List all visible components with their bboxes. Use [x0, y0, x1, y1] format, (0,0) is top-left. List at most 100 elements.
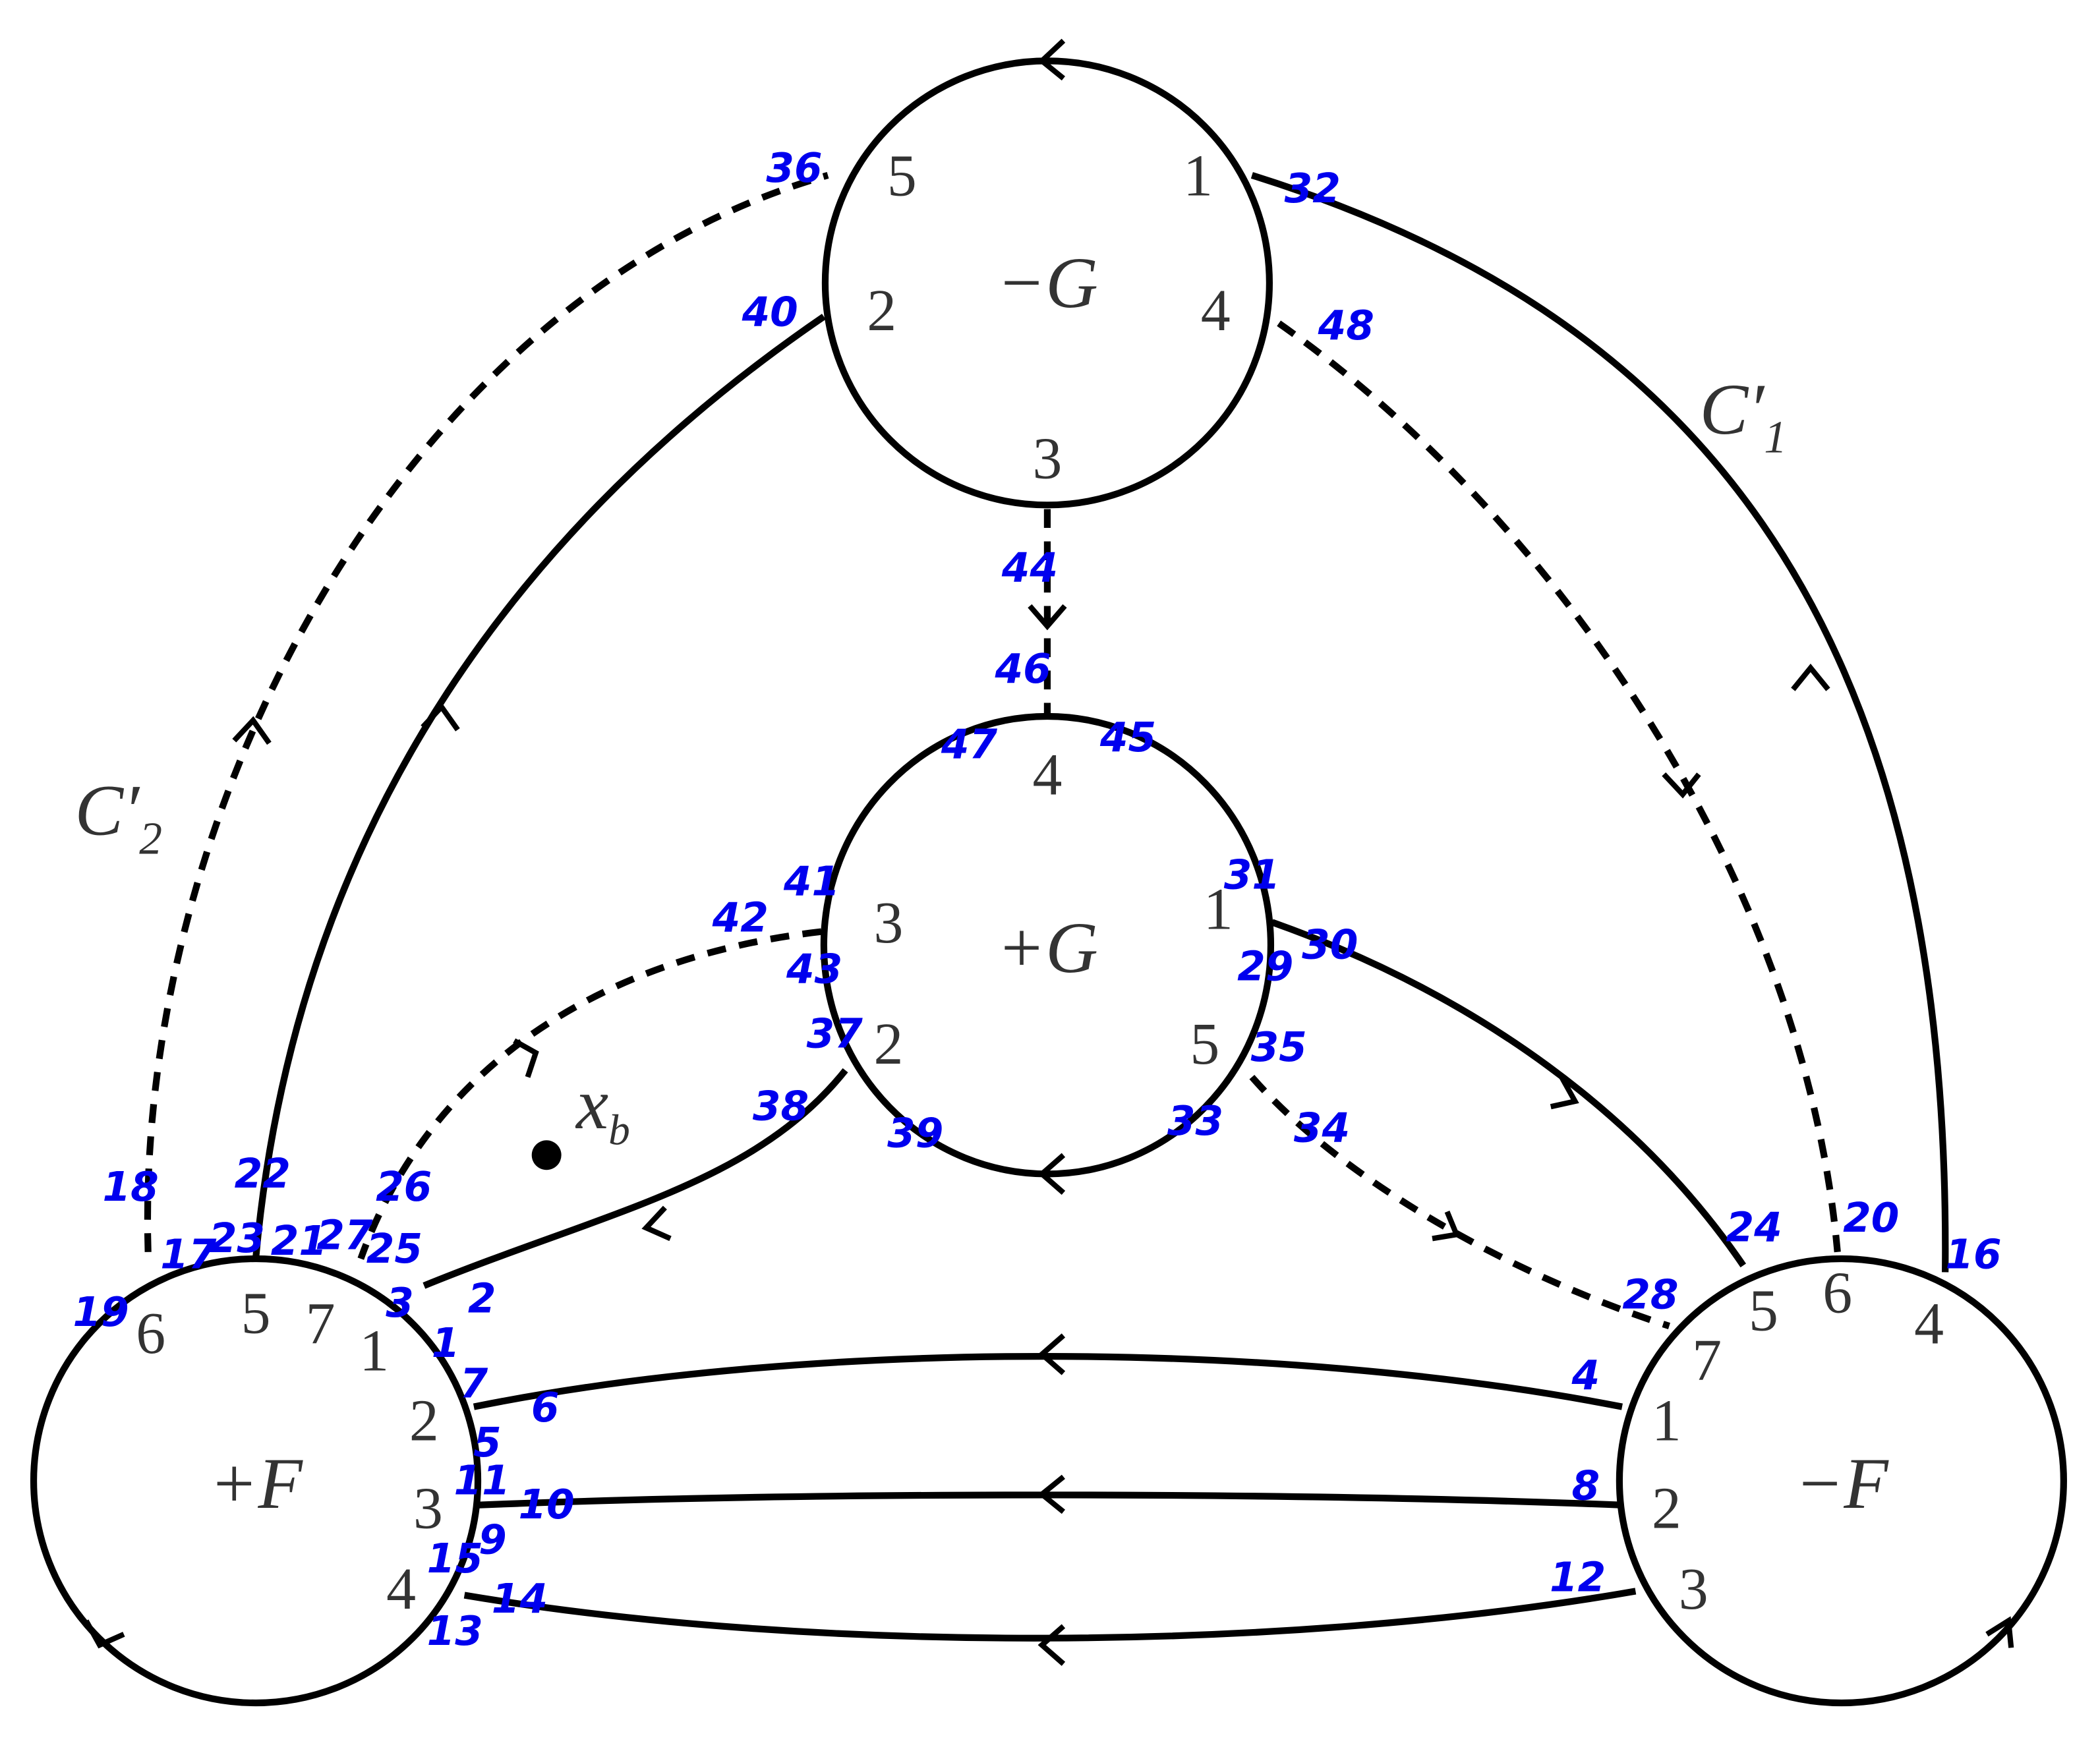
- annotation: 7: [460, 1360, 488, 1407]
- annotation: 46: [995, 646, 1051, 693]
- port-label: 5: [887, 144, 917, 209]
- edge-f3-f4: [463, 1588, 1637, 1642]
- annotation: 8: [1572, 1463, 1600, 1510]
- port-label: 2: [1652, 1476, 1681, 1541]
- arrow-left-icon: [1037, 1624, 1066, 1666]
- annotation: 43: [786, 946, 842, 992]
- curve-label-c1-main: C′: [1700, 369, 1766, 449]
- edge-solid-g2-f1: [423, 1068, 848, 1289]
- port-label: 2: [873, 1012, 903, 1077]
- annotation: 2: [468, 1276, 496, 1323]
- arrow-down-icon: [1662, 772, 1701, 799]
- annotation: 3: [386, 1280, 414, 1327]
- annotation: 35: [1251, 1024, 1307, 1071]
- annotation: 18: [102, 1164, 158, 1211]
- arrow-left-icon: [1037, 1153, 1066, 1195]
- port-label: 1: [359, 1319, 389, 1384]
- port-label: 1: [1183, 144, 1213, 209]
- annotation: 30: [1302, 922, 1358, 969]
- arrow-left-icon: [1037, 38, 1066, 81]
- port-label: 1: [1204, 877, 1233, 942]
- annotation: 21: [271, 1218, 327, 1265]
- port-label: 2: [409, 1389, 439, 1454]
- annotation: 36: [766, 145, 822, 192]
- annotation: 15: [427, 1536, 483, 1582]
- annotation: 29: [1237, 943, 1293, 990]
- arrow-down-icon: [1028, 604, 1067, 631]
- annotation: 33: [1167, 1098, 1223, 1145]
- annotation: 4: [1571, 1352, 1600, 1399]
- annotation: 41: [783, 859, 840, 905]
- annotation: 25: [366, 1226, 423, 1273]
- port-label: 3: [1032, 426, 1062, 491]
- port-label: 3: [873, 890, 903, 956]
- arrow-down-icon: [1432, 1210, 1461, 1242]
- annotation: 40: [742, 289, 798, 336]
- port-labels: 5 1 2 4 3 4 3 1 2 5 6 5 7 1 2 3 4 5 6 4 …: [136, 144, 1944, 1622]
- node-label: −G: [997, 243, 1098, 323]
- curve-label-c2-main: C′: [75, 770, 141, 851]
- annotation: 28: [1622, 1272, 1678, 1319]
- port-label: 4: [386, 1557, 416, 1622]
- annotations: 36 32 40 48 44 46 47 45 41 42 43 37 31 3…: [73, 145, 2002, 1655]
- annotation: 47: [941, 721, 998, 768]
- node-plus-f: [30, 1255, 482, 1707]
- port-label: 4: [1914, 1292, 1944, 1357]
- port-label: 5: [241, 1280, 271, 1346]
- curve-label-c2-sub: 2: [139, 813, 162, 864]
- annotation: 39: [887, 1110, 943, 1157]
- annotation: 12: [1550, 1554, 1606, 1601]
- node-plus-g: [820, 712, 1275, 1178]
- node-label: +G: [997, 907, 1098, 988]
- arrow-left-icon: [641, 1205, 672, 1242]
- annotation: 23: [209, 1215, 265, 1262]
- point-xb: [531, 1140, 562, 1170]
- annotation: 42: [712, 895, 769, 942]
- annotation: 6: [531, 1385, 560, 1431]
- annotation: 26: [376, 1164, 432, 1211]
- annotation: 34: [1294, 1105, 1350, 1151]
- annotation: 31: [1224, 851, 1280, 898]
- arrow-down-icon: [513, 1038, 539, 1078]
- port-label: 2: [867, 278, 896, 343]
- annotation: 27: [316, 1213, 373, 1259]
- port-label: 3: [413, 1476, 443, 1541]
- edge-f1-f2: [473, 1352, 1623, 1410]
- annotation: 22: [235, 1151, 291, 1197]
- arrow-left-icon: [1037, 1474, 1065, 1514]
- edge-dashed-g3-f7: [357, 928, 822, 1260]
- curve-label-c1-sub: 1: [1764, 413, 1787, 463]
- arrow-up-icon: [1791, 663, 1830, 691]
- port-label: 7: [1692, 1328, 1722, 1393]
- arrow-up-icon: [84, 1619, 125, 1649]
- point-xb-label: xb: [575, 1064, 630, 1155]
- annotation: 17: [160, 1231, 217, 1278]
- point-xb-sub: b: [608, 1106, 630, 1154]
- port-label: 6: [1823, 1261, 1852, 1326]
- annotation: 1: [432, 1320, 460, 1367]
- edge-solid-g2-f5: [252, 314, 826, 1259]
- annotation: 24: [1726, 1204, 1782, 1251]
- annotation: 37: [807, 1010, 863, 1057]
- port-label: 5: [1749, 1278, 1778, 1343]
- annotation: 45: [1099, 714, 1156, 761]
- annotation: 5: [473, 1420, 502, 1466]
- annotation: 14: [492, 1576, 548, 1623]
- annotation: 16: [1945, 1231, 2001, 1278]
- edge-dashed-g4-f6: [1277, 320, 1841, 1253]
- arrow-up-icon: [421, 703, 460, 732]
- node-minus-g: [821, 57, 1273, 509]
- node-label: −F: [1795, 1443, 1889, 1524]
- port-label: 5: [1190, 1012, 1219, 1077]
- arrow-up-icon: [232, 716, 272, 745]
- annotation: 38: [753, 1083, 809, 1130]
- annotation: 11: [454, 1457, 510, 1504]
- node-minus-f: [1616, 1255, 2067, 1707]
- port-label: 7: [306, 1292, 335, 1357]
- curve-label-c2: C′2: [75, 770, 162, 865]
- edge-c2-dashed: [144, 172, 829, 1252]
- arrowheads: [84, 38, 2014, 1666]
- port-label: 4: [1201, 278, 1231, 343]
- arrow-down-icon: [1550, 1076, 1579, 1110]
